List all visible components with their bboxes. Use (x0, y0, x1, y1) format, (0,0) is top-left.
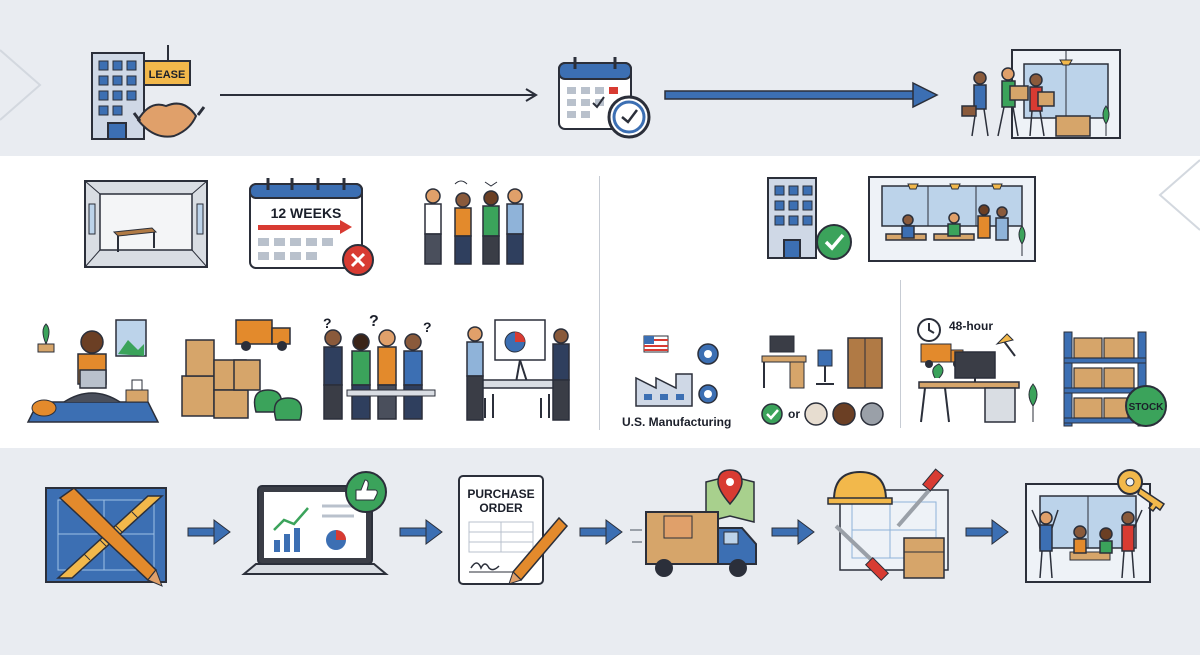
stock-label: STOCK (1129, 402, 1165, 413)
move-in-office-scene (961, 49, 1121, 139)
celebrating-team-key-icon (1025, 469, 1166, 583)
frustrated-team-icon (424, 180, 524, 265)
section-divider-vertical-short (900, 280, 901, 428)
timeline-arrow-2 (664, 81, 939, 109)
delivery-truck-map-icon (630, 469, 757, 577)
us-manufacturing-icon: U.S. Manufacturing (622, 335, 731, 429)
svg-text:?: ? (369, 313, 379, 330)
finish-or-label: or (788, 407, 800, 421)
decorative-chevron-left (0, 49, 42, 121)
section-divider-vertical (599, 176, 600, 430)
stressed-meeting-icon (466, 319, 570, 421)
process-arrow-1 (187, 519, 231, 545)
po-title-line2: ORDER (479, 501, 523, 515)
blueprint-planning-icon (45, 487, 167, 587)
svg-text:?: ? (423, 319, 432, 335)
empty-office-room (84, 180, 208, 268)
calendar-clock-icon (558, 57, 651, 139)
inventory-stock-shelves-icon: STOCK (1063, 331, 1167, 427)
po-title-line1: PURCHASE (467, 487, 534, 501)
process-arrow-4 (771, 519, 815, 545)
twelve-weeks-calendar-icon: 12 WEEKS (249, 178, 374, 276)
confused-team-icon: ? ? ? (323, 313, 436, 420)
furniture-finishes-icon: or (761, 335, 884, 426)
delivery-time-caption: 48-hour (949, 319, 993, 333)
laptop-approval-icon (241, 471, 389, 575)
boxes-money-truck-icon (181, 319, 303, 421)
installation-tools-icon (827, 468, 949, 582)
decorative-chevron-right (1158, 159, 1200, 231)
busy-office-scene (868, 176, 1036, 262)
lease-building-icon: LEASE (91, 45, 206, 140)
lease-sign-label: LEASE (149, 69, 186, 81)
manufacturing-caption: U.S. Manufacturing (622, 415, 731, 429)
remote-worker-icon (26, 319, 160, 423)
timeline-arrow-1 (220, 88, 538, 102)
bottom-band (0, 448, 1200, 655)
approved-building-icon (767, 177, 852, 260)
process-arrow-2 (399, 519, 443, 545)
process-arrow-3 (579, 519, 623, 545)
process-arrow-5 (965, 519, 1009, 545)
purchase-order-icon: PURCHASE ORDER (458, 475, 569, 585)
svg-text:?: ? (323, 315, 332, 331)
fast-delivery-workstation-icon: 48-hour (917, 318, 1038, 423)
calendar-banner-label: 12 WEEKS (271, 205, 342, 221)
